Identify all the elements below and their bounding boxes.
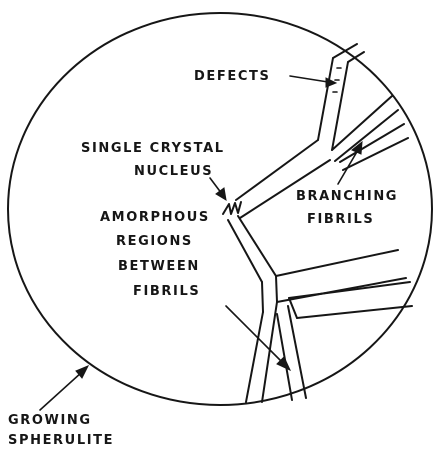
nucleus-label-line1: SINGLE CRYSTAL	[81, 141, 225, 156]
defect-marks	[333, 68, 341, 92]
amorphous-label-line2: REGIONS	[116, 234, 193, 249]
nucleus-zigzag-icon	[223, 202, 241, 214]
branching-label-line1: BRANCHING	[296, 189, 398, 204]
amorphous-label-line4: FIBRILS	[133, 284, 200, 299]
lower-fibril	[228, 216, 277, 312]
spherulite-arrow	[40, 366, 88, 410]
nucleus-arrow	[210, 178, 226, 200]
amorphous-label-line1: AMORPHOUS	[100, 210, 210, 225]
spherulite-label-line1: GROWING	[8, 413, 92, 428]
central-fibril	[236, 140, 330, 218]
branching-label-line2: FIBRILS	[307, 212, 374, 227]
spherulite-label-line2: SPHERULITE	[8, 433, 114, 448]
nucleus-label-line2: NUCLEUS	[134, 164, 213, 179]
right-branching-fibrils	[332, 96, 408, 170]
defects-label: DEFECTS	[194, 69, 270, 84]
lower-right-fibrils	[276, 250, 412, 318]
amorphous-label-line3: BETWEEN	[118, 259, 200, 274]
